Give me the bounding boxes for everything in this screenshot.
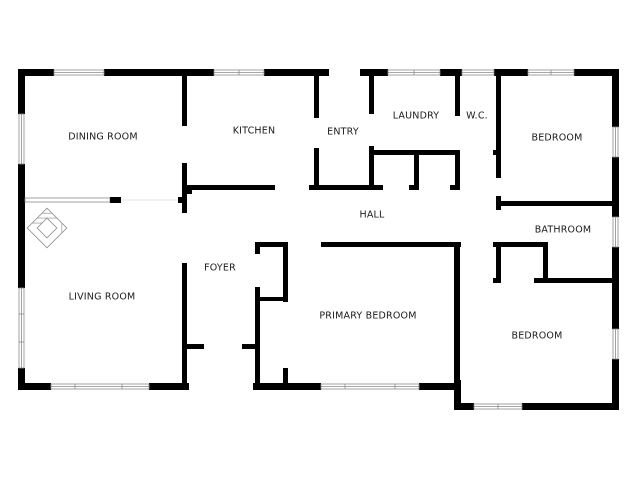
room-label-foyer: FOYER	[204, 262, 236, 274]
room-label-living-room: LIVING ROOM	[68, 291, 136, 303]
room-label-bedroom-1: BEDROOM	[531, 132, 583, 144]
room-label-kitchen: KITCHEN	[232, 125, 276, 137]
room-label-entry: ENTRY	[327, 126, 359, 138]
fireplace-icon	[26, 207, 68, 249]
exterior-walls	[18, 69, 619, 410]
room-label-dining-room: DINING ROOM	[68, 131, 138, 143]
room-label-bedroom-2: BEDROOM	[511, 330, 563, 342]
room-label-hall: HALL	[359, 209, 385, 221]
windows	[18, 69, 619, 410]
room-label-laundry: LAUNDRY	[392, 110, 440, 122]
interior-walls	[24, 74, 618, 402]
room-label-primary-bedroom: PRIMARY BEDROOM	[319, 310, 417, 322]
room-label-bathroom: BATHROOM	[534, 224, 592, 236]
room-label-wc: W.C.	[466, 110, 488, 122]
